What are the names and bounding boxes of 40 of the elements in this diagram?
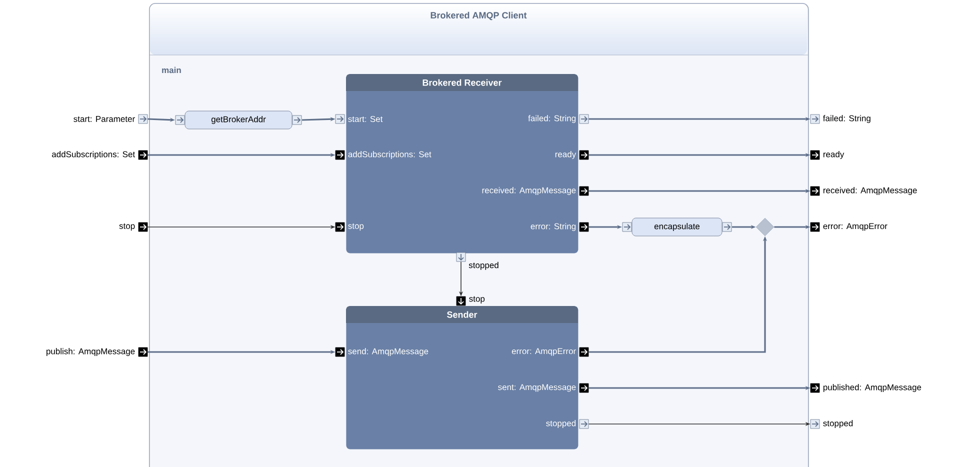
node-label: addSubscriptions: Set [348, 151, 432, 159]
section-label: main [162, 66, 181, 74]
node-label: stopped [823, 420, 853, 428]
title: Brokered AMQP Client [430, 12, 527, 20]
merge-diamond [756, 218, 774, 236]
port: stop [456, 296, 485, 306]
node-label: stop [119, 223, 135, 231]
port: failed: String [810, 114, 870, 124]
node-label: failed: String [528, 115, 576, 123]
port: addSubscriptions: Set [52, 150, 148, 160]
node-label: failed: String [823, 115, 870, 123]
port: stop [119, 222, 148, 232]
node-label: error: AmqpError [512, 348, 576, 356]
node-label: error: String [530, 223, 576, 231]
node-label: stopped [546, 420, 576, 428]
port: publish: AmqpMessage [46, 347, 148, 357]
node-label: stop [348, 223, 364, 231]
port: ready [810, 150, 844, 160]
port: published: AmqpMessage [810, 383, 922, 393]
node-label: start: Parameter [74, 116, 135, 122]
node-label: stop [469, 296, 485, 304]
function-box: encapsulate [622, 218, 732, 236]
node-label: ready [823, 151, 844, 159]
node-label: sent: AmqpMessage [498, 384, 576, 392]
node-label: start: Set [348, 116, 383, 122]
node-label: ready [555, 151, 576, 159]
node-label: addSubscriptions: Set [52, 151, 136, 159]
port: start: Parameter [74, 114, 148, 124]
port: received: AmqpMessage [810, 186, 917, 196]
port: stopped [456, 252, 498, 270]
node-label: received: AmqpMessage [823, 187, 917, 195]
node-label: error: AmqpError [823, 223, 888, 231]
function-box: getBrokerAddr [175, 110, 302, 130]
node-label: received: AmqpMessage [482, 187, 576, 195]
node-label: stopped [468, 262, 498, 270]
node-label: send: AmqpMessage [348, 348, 428, 356]
port: stopped [810, 419, 853, 429]
node-label: published: AmqpMessage [823, 384, 922, 392]
port: error: AmqpError [810, 222, 888, 232]
node-label: publish: AmqpMessage [46, 348, 135, 356]
